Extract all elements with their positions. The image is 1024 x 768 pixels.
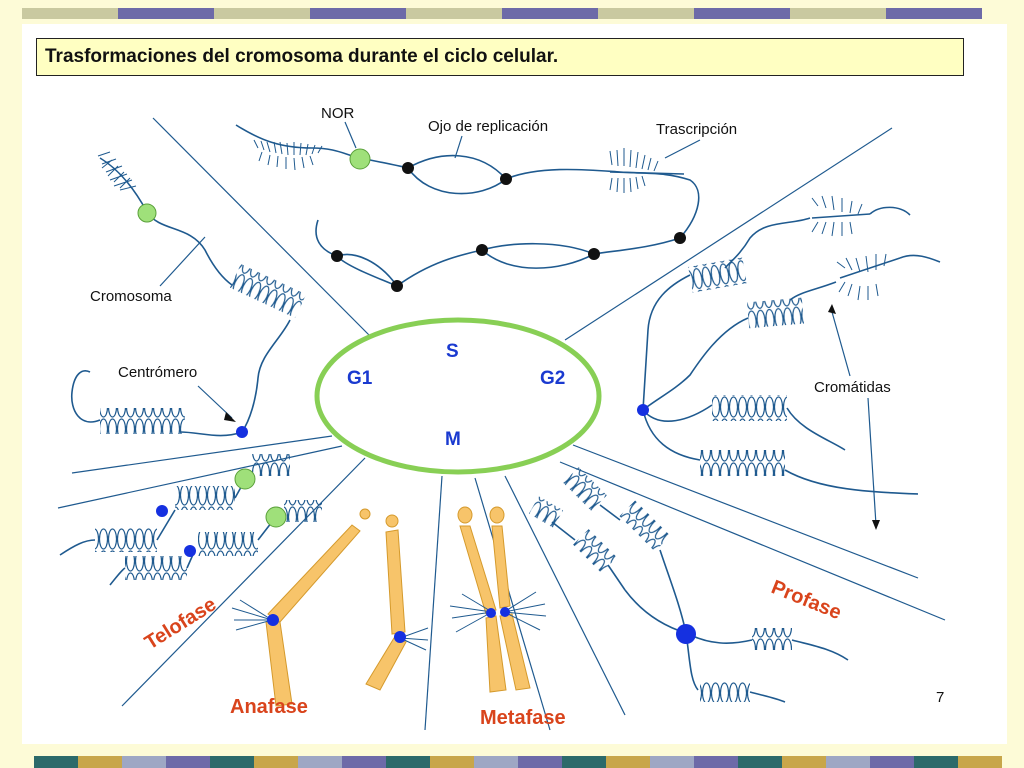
anaphase-label: Anafase: [230, 696, 308, 718]
chromatids-arrow-down: [867, 397, 877, 526]
metaphase-centromere-1: [486, 608, 496, 618]
chromatids-label: Cromátidas: [814, 379, 891, 396]
anaphase-centromere-2: [394, 631, 406, 643]
metaphase-centromere-2: [500, 607, 510, 617]
phase-g2-label: G2: [540, 368, 565, 389]
phase-s-label: S: [446, 341, 459, 362]
g2-chromatids: [642, 195, 941, 495]
metaphase-chromosomes: [449, 506, 547, 693]
transcription-arrow: [664, 139, 701, 159]
cell-cycle-ring: [314, 317, 602, 475]
g2-centromere: [637, 404, 649, 416]
anaphase-chromosomes: [231, 508, 429, 707]
phase-m-label: M: [445, 429, 461, 450]
s-phase-dna: [235, 124, 700, 287]
nor-marker: [349, 148, 371, 170]
telophase-centromere-1: [156, 505, 168, 517]
chromosome-label: Cromosoma: [90, 288, 172, 305]
bottom-decor-stripe: [34, 756, 1024, 768]
top-decor-stripe: [22, 8, 1002, 19]
g1-centromere: [236, 426, 248, 438]
g1-nor-marker: [137, 203, 157, 223]
prophase-chromosomes: [528, 467, 849, 703]
phase-separator-lines: [57, 117, 946, 731]
centromere-arrowhead: [224, 412, 236, 422]
transcription-label: Trascripción: [656, 121, 737, 138]
slide-title: Trasformaciones del cromosoma durante el…: [36, 38, 964, 76]
nor-label: NOR: [321, 105, 355, 122]
replication-forks: [331, 162, 686, 292]
telophase-label: Telofase: [141, 593, 220, 654]
page-number: 7: [936, 689, 944, 706]
replication-eye-label: Ojo de replicación: [428, 118, 548, 135]
chromatids-arrowhead-up: [828, 304, 836, 314]
g1-chromosome: [71, 151, 307, 437]
prophase-label: Profase: [768, 576, 844, 624]
phase-g1-label: G1: [347, 368, 373, 389]
telophase-nor-1: [234, 468, 256, 490]
telophase-nor-2: [265, 506, 287, 528]
chromatids-arrow-up: [831, 311, 851, 377]
centromere-label: Centrómero: [118, 364, 197, 381]
replication-eye-arrow: [454, 135, 463, 159]
nor-arrow: [344, 121, 357, 149]
metaphase-label: Metafase: [480, 707, 566, 729]
prophase-centromere: [676, 624, 696, 644]
telophase-chromosomes: [59, 454, 322, 586]
chromatids-arrowhead-down: [872, 520, 880, 530]
chromosome-arrow: [159, 236, 206, 287]
telophase-centromere-2: [184, 545, 196, 557]
anaphase-centromere-1: [267, 614, 279, 626]
